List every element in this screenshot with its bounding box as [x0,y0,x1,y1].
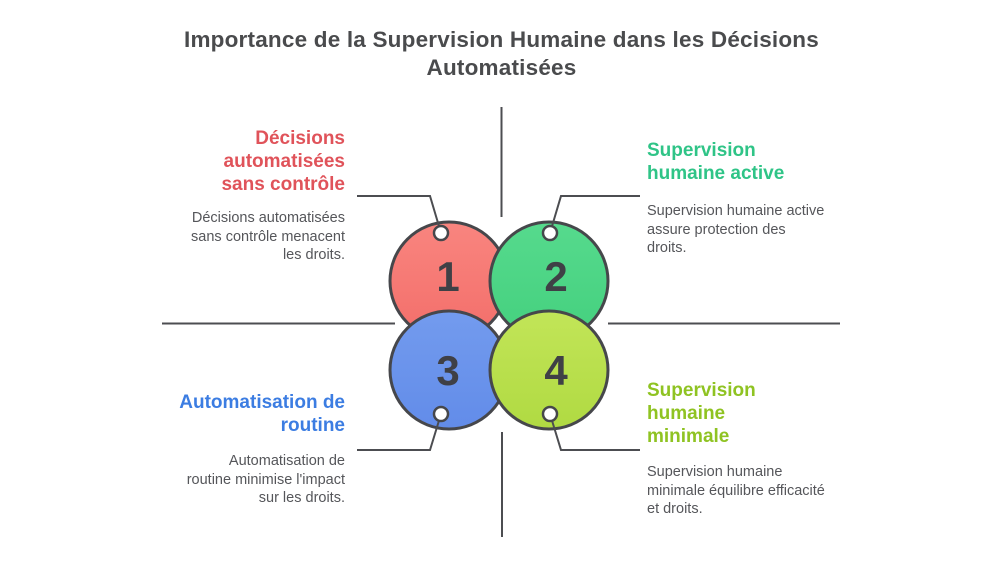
item-1-description: Décisions automatisées sans contrôle men… [175,209,345,265]
leader-line-2 [549,195,640,234]
circle-number-2: 2 [544,253,568,300]
circle-number-1: 1 [436,253,460,300]
connector-dot-3 [432,405,450,423]
connector-dot-2 [541,224,559,242]
item-4-description: Supervision humaine minimale équilibre e… [647,463,827,519]
item-2-label: Supervision humaine active [647,139,797,185]
item-1-body: Décisions automatisées sans contrôle men… [191,210,345,263]
item-1-label: Décisions automatisées sans contrôle [195,127,345,196]
item-3-body: Automatisation de routine minimise l'imp… [186,453,345,506]
diagram-title: Importance de la Supervision Humaine dan… [184,27,819,80]
item-2-description: Supervision humaine active assure protec… [647,202,827,258]
item-2-heading: Supervision humaine active [647,140,785,184]
venn-circle-4 [488,309,610,431]
item-3-description: Automatisation de routine minimise l'imp… [185,452,345,508]
leader-line-4 [549,413,640,451]
connector-dot-4 [541,405,559,423]
circle-number-4: 4 [544,347,568,394]
item-2-body: Supervision humaine active assure protec… [647,203,825,256]
connector-dot-1 [432,224,450,242]
item-4-label: Supervision humaine minimale [647,379,767,448]
item-1-heading: Décisions automatisées sans contrôle [221,128,345,195]
item-3-heading: Automatisation de routine [179,392,345,436]
leader-line-1 [357,195,442,234]
item-3-label: Automatisation de routine [165,391,345,437]
circle-number-3: 3 [436,347,460,394]
item-4-heading: Supervision humaine minimale [647,380,756,447]
item-4-body: Supervision humaine minimale équilibre e… [647,464,825,517]
leader-line-3 [357,413,442,451]
